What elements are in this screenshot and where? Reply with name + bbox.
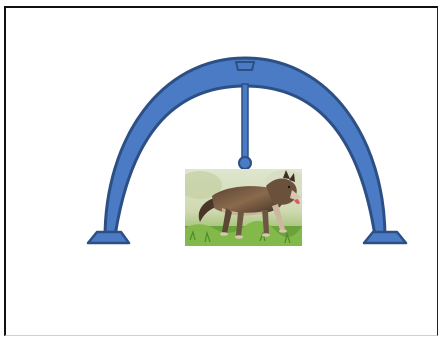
wolf-photo	[178, 169, 305, 246]
pendulum-rod	[242, 84, 248, 160]
arch-right-foot	[364, 232, 406, 243]
arch-keystone	[236, 62, 254, 70]
pendulum-bob	[239, 157, 251, 169]
arch-left-foot	[88, 232, 129, 243]
